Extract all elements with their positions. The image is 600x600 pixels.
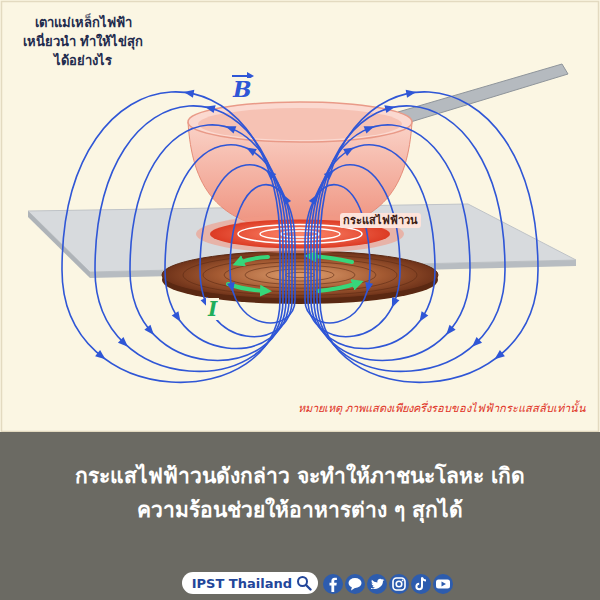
eddy-current-label: กระแสไฟฟ้าวน <box>340 213 421 228</box>
twitter-icon <box>367 574 387 594</box>
field-arrowhead <box>469 337 482 350</box>
field-arrowhead <box>172 311 184 324</box>
tiktok-glyph <box>416 578 422 590</box>
line-glyph <box>351 587 357 591</box>
field-symbol: B <box>231 78 254 101</box>
brand-pill-text: IPST Thailand <box>192 576 292 591</box>
field-arrowhead <box>363 282 373 293</box>
instagram-glyph <box>396 581 402 587</box>
coil-turns <box>183 255 417 296</box>
eddy-ring <box>260 228 340 240</box>
field-arrowhead <box>263 167 276 180</box>
current-symbol: I <box>206 298 219 320</box>
tiktok-icon <box>411 574 431 594</box>
field-arrowhead <box>118 337 131 350</box>
field-line <box>95 106 283 372</box>
instagram-glyph <box>402 580 404 582</box>
field-arrowhead <box>204 103 216 113</box>
instagram-icon <box>389 574 409 594</box>
field-arrowhead <box>443 325 456 338</box>
social-icons <box>322 572 462 598</box>
field-line <box>311 145 435 349</box>
search-icon-handle <box>306 585 311 590</box>
field-arrowhead <box>384 103 396 113</box>
magnetic-field-lines <box>62 88 538 382</box>
cooktop-edge <box>28 211 90 278</box>
coil-turn <box>183 255 417 296</box>
field-line <box>314 125 470 361</box>
youtube-icon <box>433 574 453 594</box>
field-line <box>308 165 400 337</box>
current-arrow <box>238 257 268 263</box>
field-arrowhead <box>406 88 417 98</box>
panel-border <box>2 2 599 432</box>
field-arrowhead <box>343 144 356 156</box>
pot-rim <box>188 102 412 142</box>
line-glyph <box>349 578 362 588</box>
current-arrow <box>318 283 358 291</box>
field-line <box>130 125 286 361</box>
field-arrowhead <box>144 325 157 338</box>
facebook-icon <box>323 574 343 594</box>
coil <box>162 251 438 299</box>
field-arrowhead <box>416 311 428 324</box>
youtube-glyph <box>442 582 447 587</box>
facebook-glyph <box>330 578 337 592</box>
field-arrowhead <box>183 88 194 98</box>
title: เตาแม่เหล็กไฟฟ้า เหนี่ยวนำ ทำให้ไข่สุก ไ… <box>22 14 144 71</box>
field-arrowhead <box>309 192 321 205</box>
caption-band: กระแสไฟฟ้าวนดังกล่าว จะทำให้ภาชนะโลหะ เก… <box>0 432 600 600</box>
brand-pill: IPST Thailand <box>182 572 318 594</box>
line-icon <box>345 574 365 594</box>
field-line <box>165 145 289 349</box>
panel-ground <box>0 0 600 432</box>
field-arrowhead <box>95 350 108 362</box>
field-arrowhead <box>388 297 399 309</box>
coil-turn <box>245 265 355 284</box>
field-arrowhead <box>244 144 257 156</box>
field-line <box>317 106 505 372</box>
field-arrowhead <box>364 123 376 134</box>
instagram-glyph <box>393 578 405 590</box>
field-arrowhead <box>279 192 291 205</box>
field-line <box>200 165 292 337</box>
field-arrowhead <box>324 167 337 180</box>
field-arrowhead <box>492 350 505 362</box>
pot-inside <box>198 108 402 140</box>
field-arrowhead <box>224 123 236 134</box>
vector-arrow <box>232 75 248 77</box>
note: หมายเหตุ ภาพแสดงเพียงครึ่งรอบของไฟฟ้ากระ… <box>298 402 587 416</box>
current-arrows <box>228 256 358 291</box>
field-arrowhead <box>227 282 237 293</box>
twitter-glyph <box>371 579 385 589</box>
eddy-ring <box>281 231 319 237</box>
caption-band-text: กระแสไฟฟ้าวนดังกล่าว จะทำให้ภาชนะโลหะ เก… <box>60 432 540 527</box>
coil-turn <box>266 269 334 281</box>
youtube-glyph <box>436 580 450 589</box>
search-icon <box>296 575 312 591</box>
tiktok-glyph <box>422 578 426 581</box>
field-line <box>320 92 538 382</box>
field-line <box>62 92 280 382</box>
